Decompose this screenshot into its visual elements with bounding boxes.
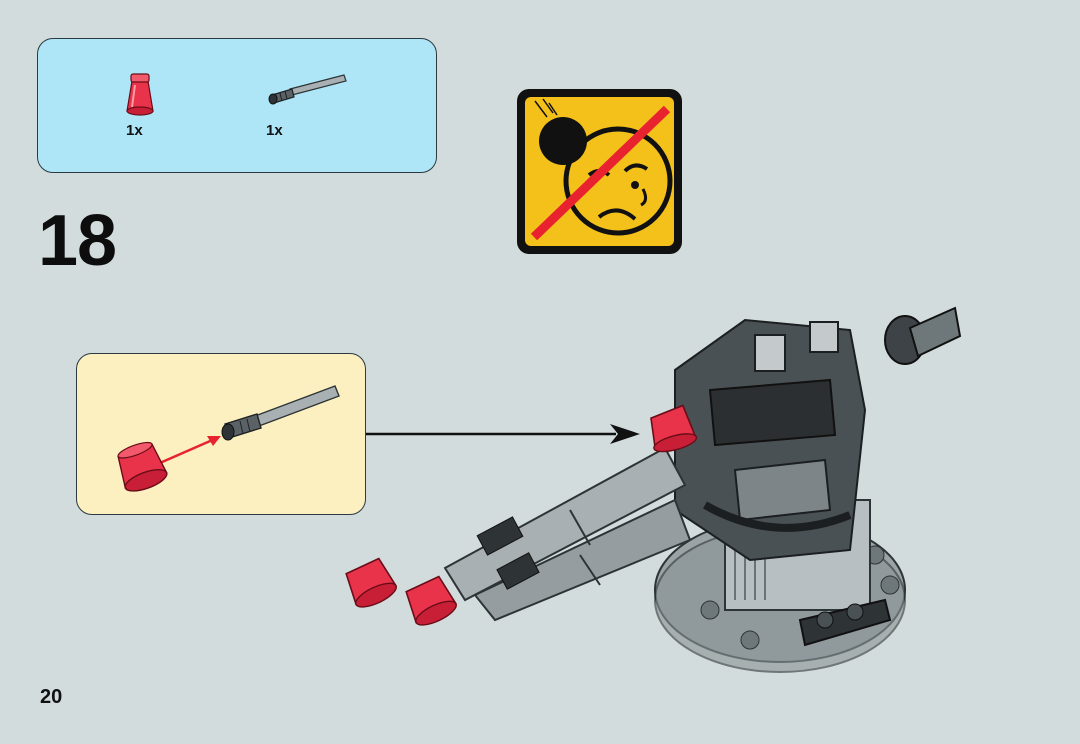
parts-list-callout: 1x 1x xyxy=(37,38,437,173)
subassembly-callout xyxy=(76,353,366,515)
gray-shooter-bar-part-icon xyxy=(268,74,347,105)
subassembly-illustration xyxy=(117,385,340,492)
no-shooting-at-face-warning-icon xyxy=(517,89,682,254)
trans-red-cone-part-icon xyxy=(126,73,154,116)
part-quantity-1: 1x xyxy=(126,122,143,139)
part-quantity-2: 1x xyxy=(266,122,283,139)
turret-model-illustration xyxy=(345,306,962,673)
page-number: 20 xyxy=(40,686,63,708)
step-number: 18 xyxy=(38,201,117,281)
callout-arrow xyxy=(366,424,640,444)
